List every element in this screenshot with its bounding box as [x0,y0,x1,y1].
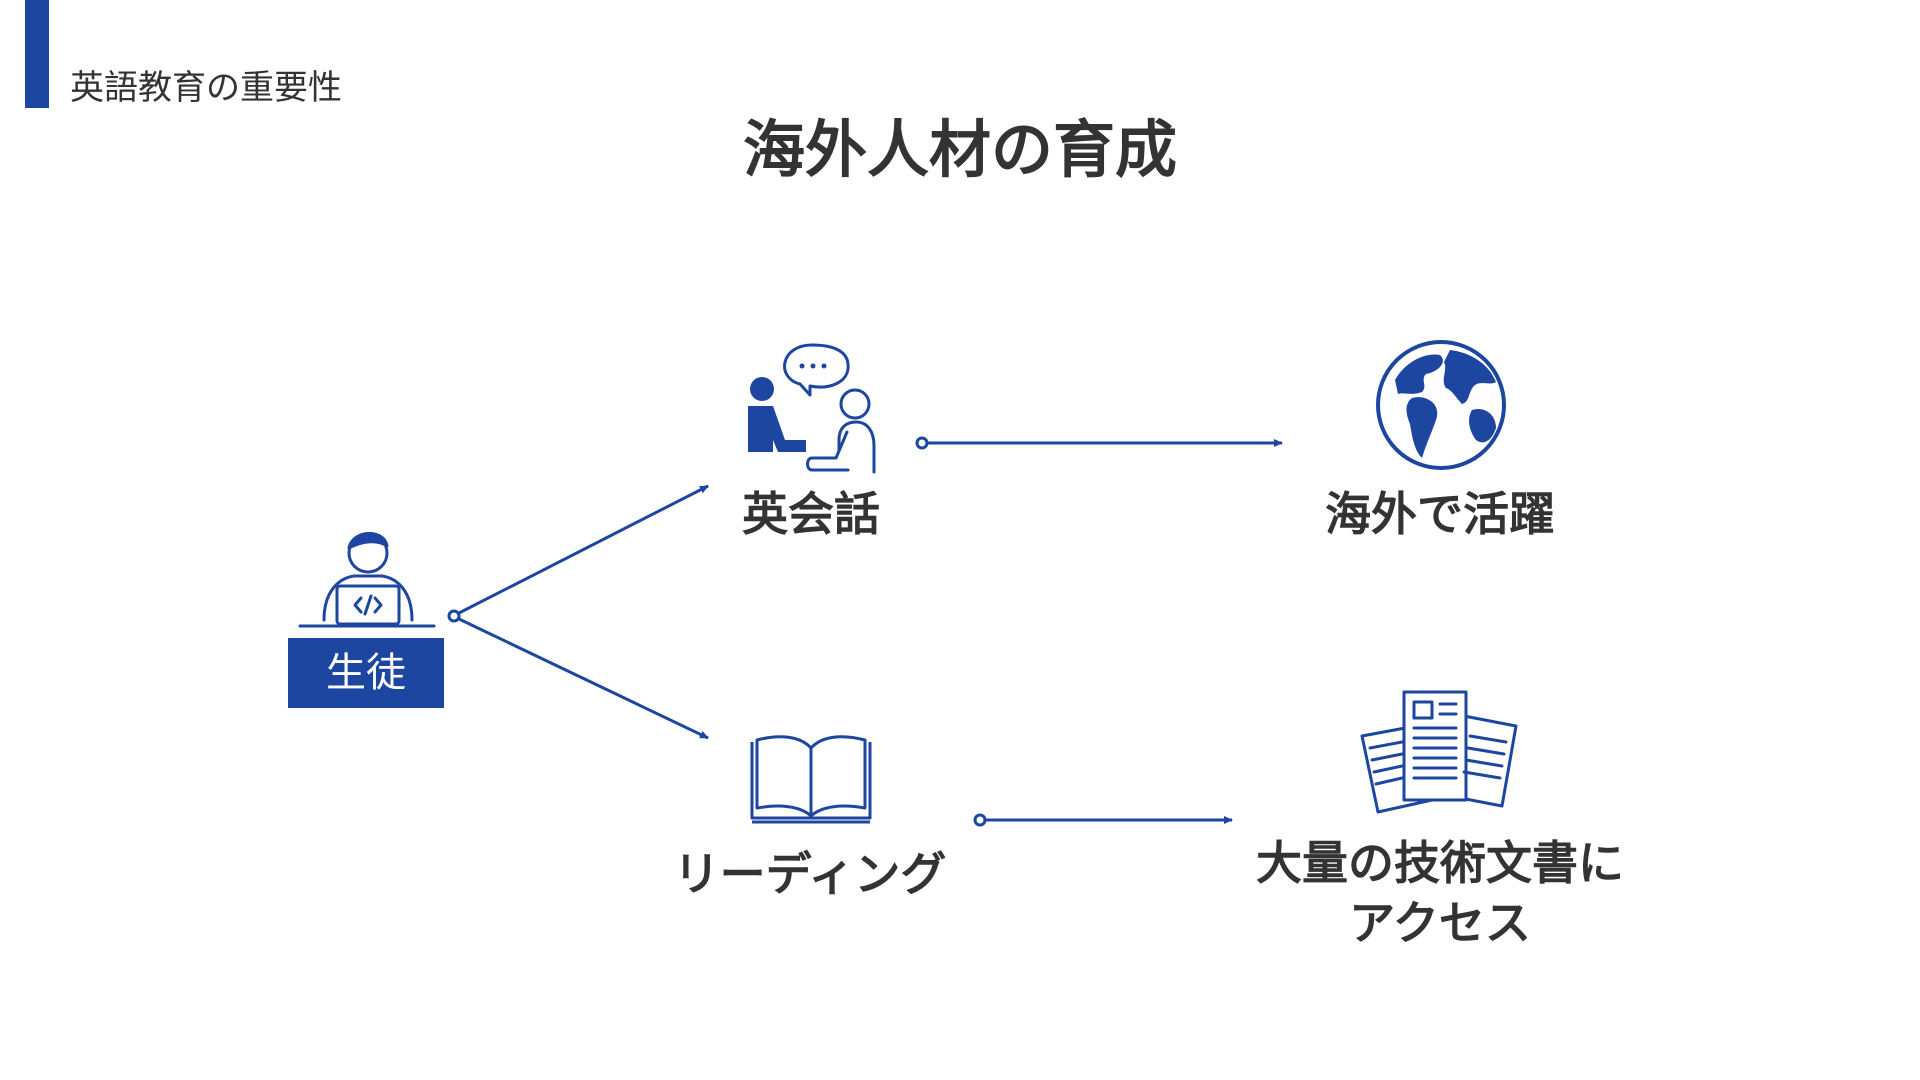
student-laptop-icon [298,532,436,628]
page-title: 海外人材の育成 [742,113,1177,186]
documents-icon [1360,690,1518,814]
section-label: 英語教育の重要性 [70,68,342,108]
accent-bar [25,0,49,108]
conversation-icon [748,343,876,474]
arrow-student-to-reading [458,617,709,740]
connectors [447,436,1283,827]
global-label: 海外で活躍 [1325,487,1555,541]
reading-label: リーディング [673,847,947,901]
reading-connector-dot [973,813,987,827]
globe-icon [1376,340,1506,470]
documents-label-line1: 大量の技術文書に [1256,836,1624,890]
branch-origin-dot [447,609,461,623]
conversation-label: 英会話 [742,487,880,541]
student-label-box: 生徒 [288,638,444,708]
arrow-student-to-conversation [458,484,709,615]
conversation-connector-dot [915,436,929,450]
open-book-icon [750,735,872,824]
documents-label-line2: アクセス [1349,896,1531,950]
